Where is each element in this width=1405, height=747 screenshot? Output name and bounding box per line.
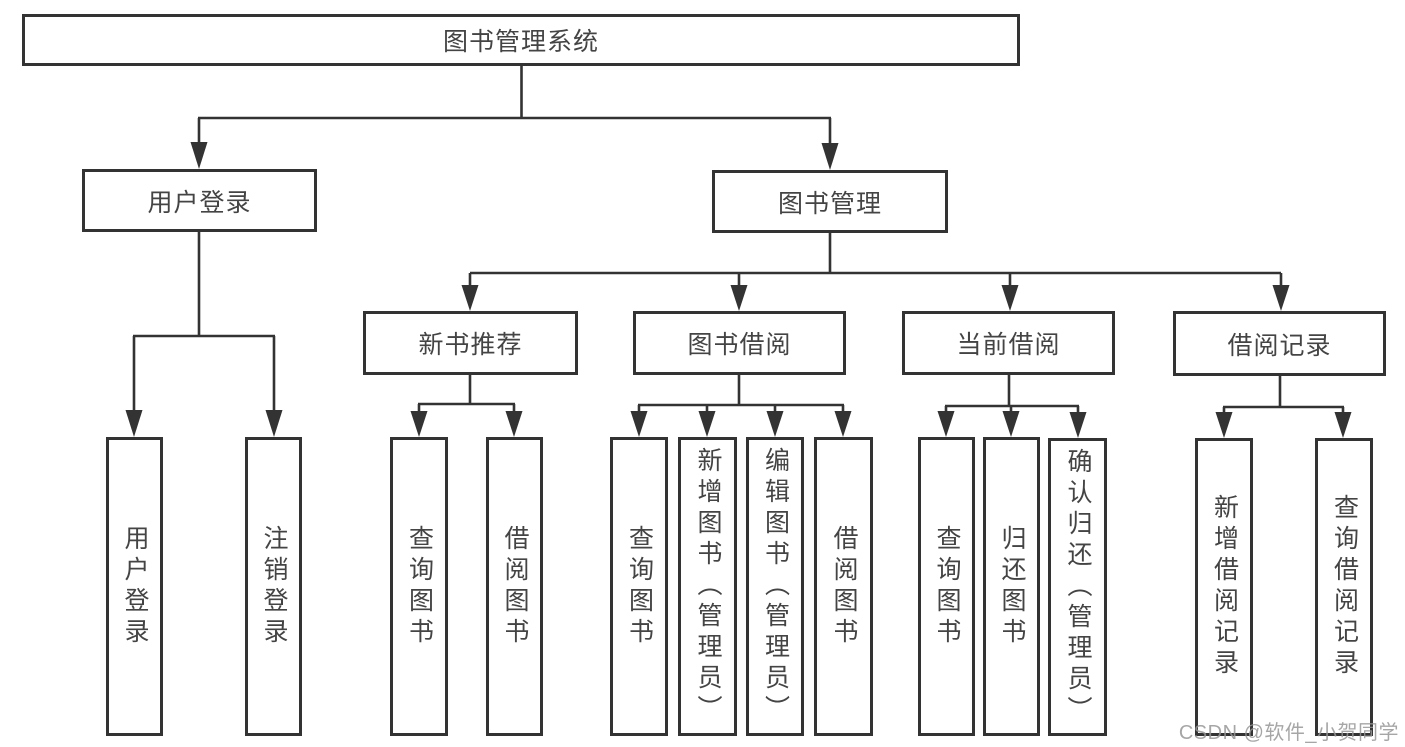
connector-user-login-children	[132, 232, 276, 411]
connector-book-management-children	[468, 233, 1283, 286]
connector-root-stem	[197, 66, 832, 144]
leaf-label: 借阅图书	[501, 524, 529, 649]
leaf-query-borrow-record: 查询借阅记录	[1315, 438, 1373, 736]
arrowhead-leaf-user-login	[125, 410, 143, 437]
arrowhead-book-management	[821, 143, 839, 170]
arrowhead-nb-borrow	[505, 411, 523, 437]
leaf-label: 查询图书	[405, 524, 434, 649]
leaf-label: 查询借阅记录	[1330, 494, 1359, 680]
leaf-user-login: 用户登录	[106, 437, 163, 736]
leaf-label: 用户登录	[121, 524, 149, 649]
node-book-borrowing: 图书借阅	[633, 311, 846, 375]
leaf-add-book-admin: 新增图书（管理员）	[678, 437, 737, 736]
arrowhead-br-query	[1334, 412, 1352, 438]
arrowhead-nb-query	[410, 411, 428, 437]
leaf-borrow-books: 借阅图书	[814, 437, 873, 736]
arrowhead-bb-add	[698, 411, 716, 437]
connector-borrow-records-children	[1222, 376, 1345, 412]
leaf-label: 查询图书	[625, 524, 654, 649]
leaf-add-borrow-record: 新增借阅记录	[1195, 438, 1253, 736]
arrowhead-bb-edit	[766, 411, 784, 437]
node-borrowing-records: 借阅记录	[1173, 311, 1386, 376]
leaf-label: 查询图书	[933, 524, 961, 649]
arrowhead-br-add	[1215, 412, 1233, 438]
arrowhead-new-book	[461, 285, 479, 311]
connector-book-borrow-children	[637, 375, 845, 412]
arrowhead-user-login	[190, 142, 208, 169]
node-book-management: 图书管理	[712, 170, 948, 233]
leaf-borrow-books-recommend: 借阅图书	[486, 437, 543, 736]
leaf-edit-book-admin: 编辑图书（管理员）	[746, 437, 804, 736]
arrowhead-bb-borrow	[834, 411, 852, 437]
leaf-label: 归还图书	[998, 524, 1026, 649]
arrowhead-cb-return	[1002, 411, 1020, 437]
leaf-query-books-recommend: 查询图书	[390, 437, 448, 736]
leaf-query-books-current: 查询图书	[918, 437, 975, 736]
node-library-management-system: 图书管理系统	[22, 14, 1020, 66]
leaf-label: 编辑图书（管理员）	[761, 447, 790, 726]
arrowhead-cb-confirm	[1069, 412, 1087, 438]
leaf-label: 新增借阅记录	[1210, 494, 1239, 680]
node-user-login: 用户登录	[82, 169, 317, 232]
leaf-label: 确认归还（管理员）	[1064, 447, 1092, 727]
leaf-logout: 注销登录	[245, 437, 302, 736]
arrowhead-book-borrow	[730, 285, 748, 311]
arrowhead-leaf-logout	[265, 410, 283, 437]
node-current-borrowing: 当前借阅	[902, 311, 1115, 375]
leaf-label: 注销登录	[260, 524, 288, 649]
arrowhead-borrow-records	[1272, 285, 1290, 311]
leaf-query-books-borrow: 查询图书	[610, 437, 668, 736]
connector-new-book-children	[417, 375, 516, 412]
connector-current-borrow-children	[944, 375, 1080, 412]
node-new-book-recommendation: 新书推荐	[363, 311, 578, 375]
leaf-confirm-return-admin: 确认归还（管理员）	[1048, 438, 1107, 736]
arrowhead-bb-query	[630, 411, 648, 437]
leaf-label: 新增图书（管理员）	[694, 447, 722, 726]
arrowhead-cb-query	[937, 411, 955, 437]
leaf-label: 借阅图书	[830, 524, 858, 649]
csdn-watermark: CSDN @软件_小贺同学	[1178, 722, 1399, 744]
arrowhead-current-borrow	[1001, 285, 1019, 311]
leaf-return-books: 归还图书	[983, 437, 1040, 736]
